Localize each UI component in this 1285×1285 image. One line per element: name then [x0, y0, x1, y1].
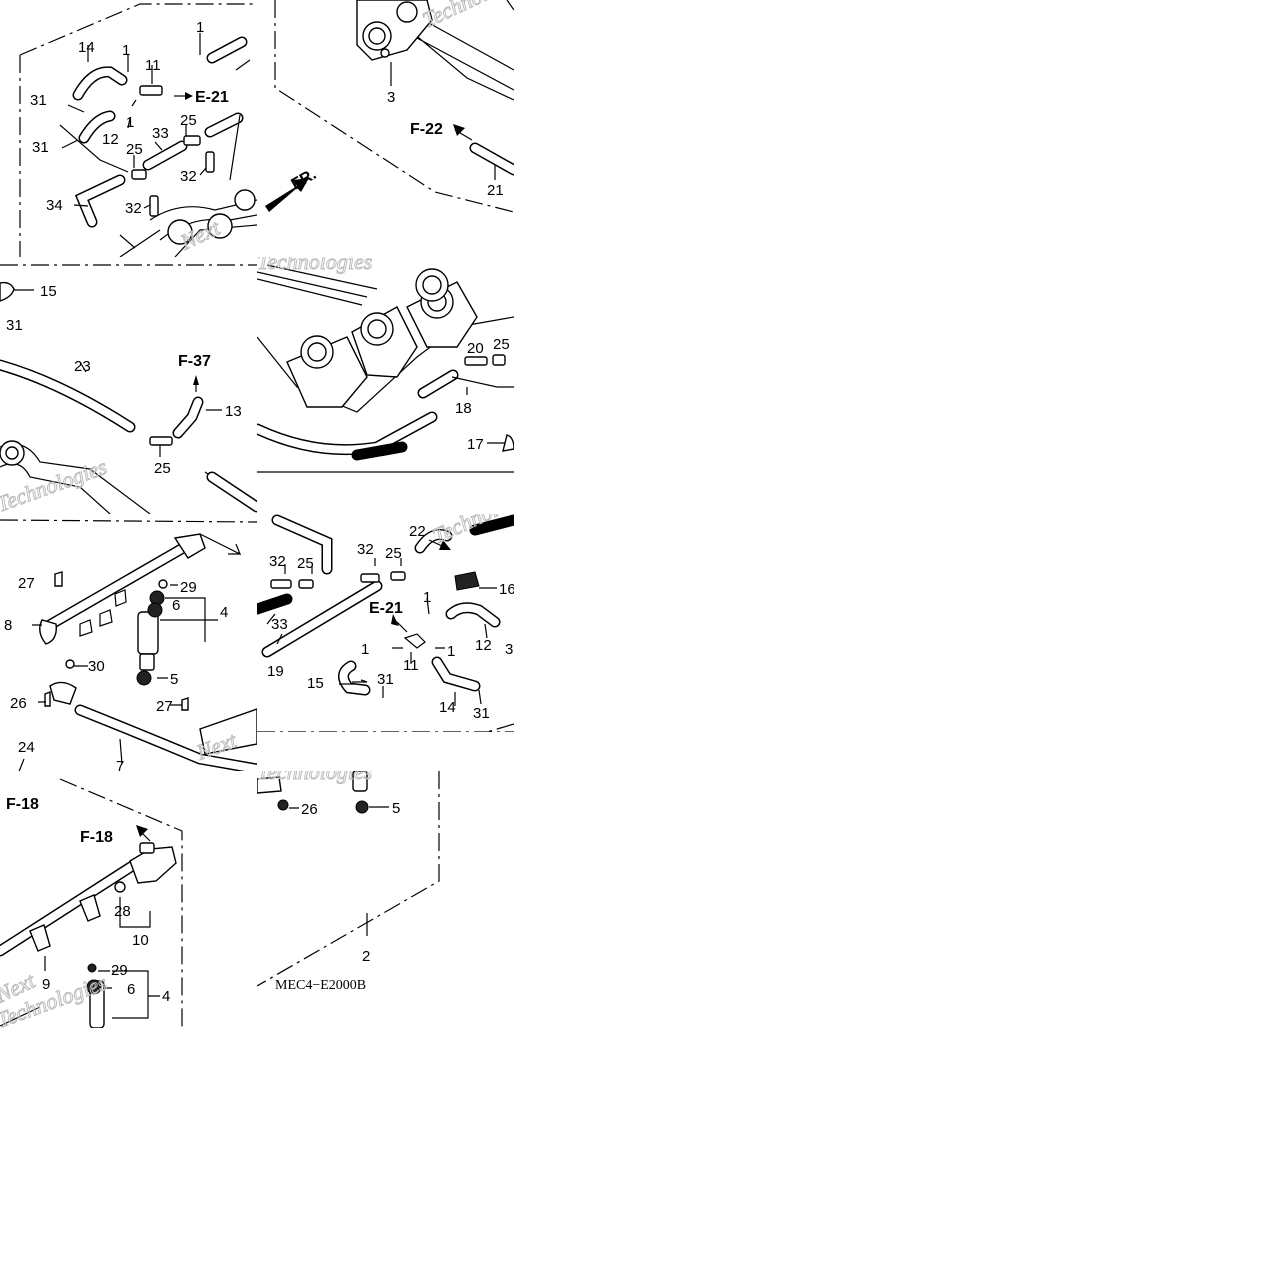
callout: 32 — [180, 168, 197, 185]
callout: 27 — [156, 698, 173, 715]
callout: 14 — [78, 39, 95, 56]
tile-fuel-rail-front: 27 29 6 4 8 30 5 26 27 24 7 Next — [0, 514, 257, 771]
callout: 1 — [423, 589, 431, 606]
callout: 12 — [475, 637, 492, 654]
callout: 7 — [116, 758, 124, 771]
tile-fuel-rail-front-drawing: 27 29 6 4 8 30 5 26 27 24 7 Next — [0, 519, 257, 771]
tile-hoses-lower-center: 32 25 32 25 22 16 33 1 12 3 19 1 11 1 15… — [257, 514, 514, 732]
ref-f18-left: F-18 — [6, 796, 39, 813]
callout: 1 — [126, 114, 134, 131]
callout: 1 — [196, 19, 204, 36]
callout: 1 — [447, 643, 455, 660]
tile-fuel-rail-rear: F-18 F-18 28 10 9 29 6 4 Next Technologi… — [0, 771, 184, 1028]
callout: 15 — [307, 675, 324, 692]
callout: 32 — [125, 200, 142, 217]
callout: 30 — [88, 658, 105, 675]
callout: 24 — [18, 739, 35, 756]
watermark: Technologies — [257, 771, 372, 784]
callout: 31 — [30, 92, 47, 109]
ref-f22: F-22 — [410, 121, 443, 138]
callout: 29 — [111, 962, 128, 979]
tile-throttle-body-top-drawing: 3 21 F-22 FR. Technologies — [265, 0, 514, 213]
callout: 21 — [487, 182, 504, 199]
callout: 12 — [102, 131, 119, 148]
callout: 4 — [220, 604, 228, 621]
callout: 34 — [46, 197, 63, 214]
callout: 1 — [122, 42, 130, 59]
callout: 25 — [126, 141, 143, 158]
callout: 25 — [154, 460, 171, 477]
callout: 2 — [362, 948, 370, 965]
callout: 22 — [409, 523, 426, 540]
tile-hoses-lower-center-drawing: 32 25 32 25 22 16 33 1 12 3 19 1 11 1 15… — [257, 514, 514, 732]
callout: 31 — [377, 671, 394, 688]
callout: 8 — [4, 617, 12, 634]
tile-throttle-body-top: 3 21 F-22 FR. Technologies — [257, 0, 514, 257]
callout: 5 — [392, 800, 400, 817]
callout: 3 — [505, 641, 513, 658]
callout: 15 — [40, 283, 57, 300]
tile-breather-hoses: 15 31 23 13 25 F-37 Technologies — [0, 257, 257, 514]
callout: 4 — [162, 988, 170, 1005]
callout: 11 — [145, 57, 161, 74]
tile-throttle-body-assembly-drawing: 20 25 18 17 Technologies — [257, 257, 514, 473]
callout: 18 — [455, 400, 472, 417]
ref-e21-lower: E-21 — [369, 600, 403, 617]
tile-hoses-upper-left: 14 1 11 1 31 12 1 31 33 25 25 32 34 32 E… — [0, 0, 257, 257]
tile-lower-frame: 26 5 2 MEC4−E2000B Technologies — [257, 771, 441, 997]
diagram-code: MEC4−E2000B — [275, 978, 366, 993]
callout: 26 — [10, 695, 27, 712]
callout: 11 — [403, 657, 419, 674]
ref-e21-upper: E-21 — [195, 89, 229, 106]
callout: 17 — [467, 436, 484, 453]
callout: 27 — [18, 575, 35, 592]
tile-lower-frame-drawing: 26 5 2 MEC4−E2000B Technologies — [257, 771, 440, 993]
callout: 5 — [170, 671, 178, 688]
callout: 33 — [271, 616, 288, 633]
callout: 31 — [473, 705, 490, 722]
callout: 10 — [132, 932, 149, 949]
callout: 33 — [152, 125, 169, 142]
watermark: Technologies — [419, 0, 514, 33]
callout: 6 — [172, 597, 180, 614]
callout: 26 — [301, 801, 318, 818]
callout: 1 — [361, 641, 369, 658]
callout: 16 — [499, 581, 514, 598]
callout: 20 — [467, 340, 484, 357]
callout: 25 — [385, 545, 402, 562]
callout: 3 — [387, 89, 395, 106]
callout: 6 — [127, 981, 135, 998]
watermark: Technologies — [257, 257, 372, 274]
callout: 9 — [42, 976, 50, 993]
callout: 13 — [225, 403, 242, 420]
callout: 28 — [114, 903, 131, 920]
callout: 32 — [357, 541, 374, 558]
callout: 19 — [267, 663, 284, 680]
tile-hoses-upper-left-drawing: 14 1 11 1 31 12 1 31 33 25 25 32 34 32 E… — [19, 3, 257, 257]
callout: 25 — [297, 555, 314, 572]
callout: 25 — [180, 112, 197, 129]
watermark: Technologies — [429, 514, 514, 549]
callout: 14 — [439, 699, 456, 716]
callout: 23 — [74, 358, 91, 375]
tile-fuel-rail-rear-drawing: F-18 F-18 28 10 9 29 6 4 Next Technologi… — [0, 778, 183, 1028]
ref-f18-right: F-18 — [80, 829, 113, 846]
ref-f37: F-37 — [178, 353, 211, 370]
callout: 31 — [32, 139, 49, 156]
tile-throttle-body-assembly: 20 25 18 17 Technologies — [257, 257, 514, 514]
callout: 32 — [269, 553, 286, 570]
callout: 29 — [180, 579, 197, 596]
callout: 25 — [493, 336, 510, 353]
tile-breather-hoses-drawing: 15 31 23 13 25 F-37 Technologies — [0, 264, 257, 514]
callout: 31 — [6, 317, 23, 334]
